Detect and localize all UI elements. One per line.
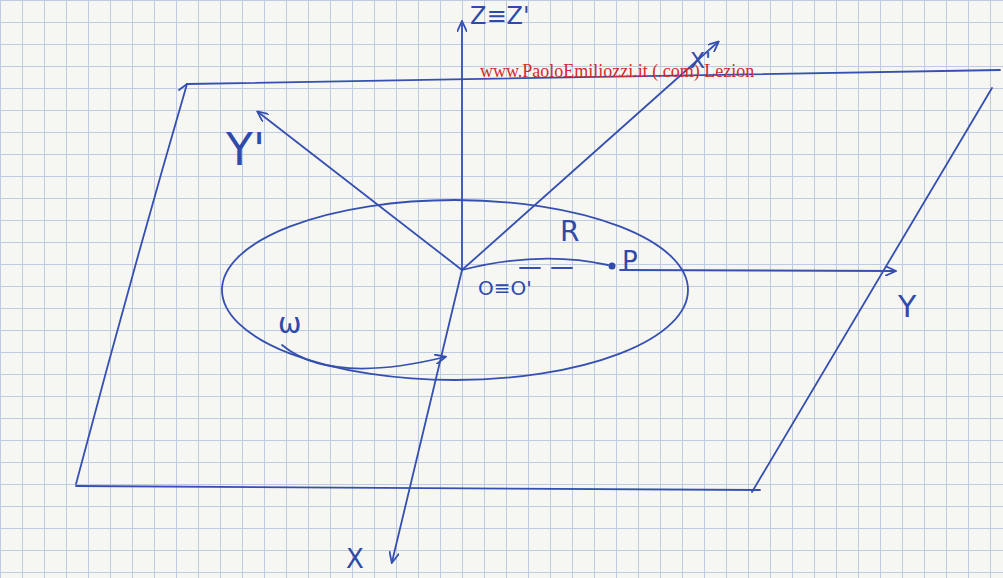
x-axis	[392, 270, 462, 562]
plane-edge	[76, 84, 187, 484]
plane-edge	[179, 84, 187, 90]
axis-label: X	[346, 546, 364, 572]
point-label: P	[622, 248, 638, 274]
y-axis	[520, 267, 572, 269]
z-axis	[461, 22, 463, 270]
omega-label: ω	[278, 310, 301, 338]
axis-label: Y'	[226, 128, 265, 172]
axis-label: Y	[898, 292, 916, 322]
origin-label: O≡O'	[478, 278, 532, 298]
plane-edge	[752, 88, 992, 492]
radius-label: R	[560, 218, 579, 246]
y-axis	[620, 270, 895, 271]
rotating-disk	[222, 200, 688, 380]
plane-edge	[76, 486, 760, 490]
point-p	[609, 263, 616, 270]
watermark: www.PaoloEmiliozzi.it (.com) Lezion	[480, 62, 754, 80]
y-prime-axis	[258, 112, 462, 270]
rotation-arrow	[282, 345, 445, 369]
radius-line	[462, 259, 608, 270]
axis-label: Z≡Z'	[470, 4, 530, 28]
